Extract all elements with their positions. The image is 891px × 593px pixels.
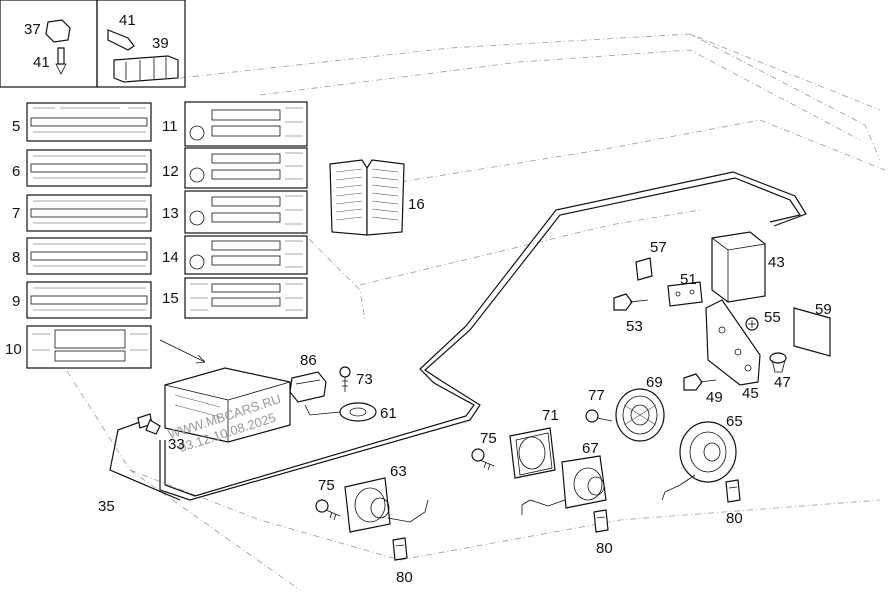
module-59 — [793, 307, 831, 357]
label-15: 15 — [162, 290, 179, 307]
label-71: 71 — [542, 407, 559, 424]
label-77: 77 — [588, 387, 605, 404]
manual-book — [329, 159, 405, 236]
label-63: 63 — [390, 463, 407, 480]
radio-unit-8 — [26, 237, 152, 275]
speaker-69 — [615, 388, 665, 442]
label-11: 11 — [162, 118, 178, 135]
label-80-b: 80 — [596, 540, 613, 557]
label-43: 43 — [768, 254, 785, 271]
label-57: 57 — [650, 239, 667, 256]
label-5: 5 — [12, 118, 20, 135]
clip-47 — [769, 352, 787, 373]
label-51: 51 — [680, 271, 697, 288]
part-labels: 37 41 41 39 5 6 7 8 9 10 11 12 13 14 15 … — [5, 12, 832, 586]
label-45: 45 — [742, 385, 759, 402]
label-53: 53 — [626, 318, 643, 335]
bracket-51 — [667, 281, 703, 307]
radio-unit-7 — [26, 194, 152, 232]
screw-75-upper — [471, 448, 495, 471]
inset-box-41-39 — [96, 0, 186, 88]
label-35: 35 — [98, 498, 115, 515]
label-39: 39 — [152, 35, 169, 52]
connector-86 — [289, 371, 327, 403]
radio-unit-14 — [184, 235, 308, 275]
label-8: 8 — [12, 249, 20, 266]
speaker-67 — [521, 455, 607, 515]
radio-unit-11 — [184, 101, 308, 147]
label-61: 61 — [380, 405, 397, 422]
bolt-49 — [683, 373, 717, 391]
clip-80-c — [725, 479, 741, 503]
holder-45 — [705, 299, 761, 386]
tweeter-61 — [304, 402, 377, 422]
amplifier-43 — [711, 231, 766, 303]
label-12: 12 — [162, 163, 179, 180]
speaker-63 — [344, 477, 429, 533]
radio-unit-5 — [26, 102, 152, 142]
radio-unit-10 — [26, 325, 152, 369]
label-55: 55 — [764, 309, 781, 326]
screw-75-lower — [315, 499, 341, 521]
label-67: 67 — [582, 440, 599, 457]
clip-80-b — [593, 509, 609, 533]
cable-bundle — [109, 171, 807, 501]
label-33: 33 — [168, 436, 185, 453]
label-9: 9 — [12, 293, 20, 310]
leader-arrow — [159, 339, 206, 363]
label-80-a: 80 — [396, 569, 413, 586]
radio-unit-13 — [184, 190, 308, 234]
label-14: 14 — [162, 249, 179, 266]
label-37: 37 — [24, 21, 41, 38]
label-80-c: 80 — [726, 510, 743, 527]
label-65: 65 — [726, 413, 743, 430]
radio-receiver-box — [164, 367, 291, 443]
label-10: 10 — [5, 341, 22, 358]
radio-unit-9 — [26, 281, 152, 319]
screw-77 — [585, 409, 613, 423]
label-73: 73 — [356, 371, 373, 388]
label-16: 16 — [408, 196, 425, 213]
radio-unit-15 — [184, 277, 308, 319]
inset-box-37-41 — [0, 0, 98, 88]
label-47: 47 — [774, 374, 791, 391]
label-75-b: 75 — [318, 477, 335, 494]
label-59: 59 — [815, 301, 832, 318]
label-13: 13 — [162, 205, 179, 222]
label-75-a: 75 — [480, 430, 497, 447]
bracket-57 — [635, 257, 653, 281]
screw-73 — [339, 366, 351, 392]
label-69: 69 — [646, 374, 663, 391]
radio-unit-12 — [184, 147, 308, 189]
label-6: 6 — [12, 163, 20, 180]
clip-80-a — [392, 537, 408, 561]
label-7: 7 — [12, 205, 20, 222]
speaker-frame-71 — [509, 427, 556, 479]
car-body-outline — [59, 33, 886, 591]
label-86: 86 — [300, 352, 317, 369]
label-41-b: 41 — [119, 12, 136, 29]
label-41-a: 41 — [33, 54, 50, 71]
speaker-65 — [661, 421, 737, 501]
label-49: 49 — [706, 389, 723, 406]
bolt-53 — [613, 293, 649, 311]
radio-unit-6 — [26, 149, 152, 187]
screw-55 — [745, 317, 759, 331]
